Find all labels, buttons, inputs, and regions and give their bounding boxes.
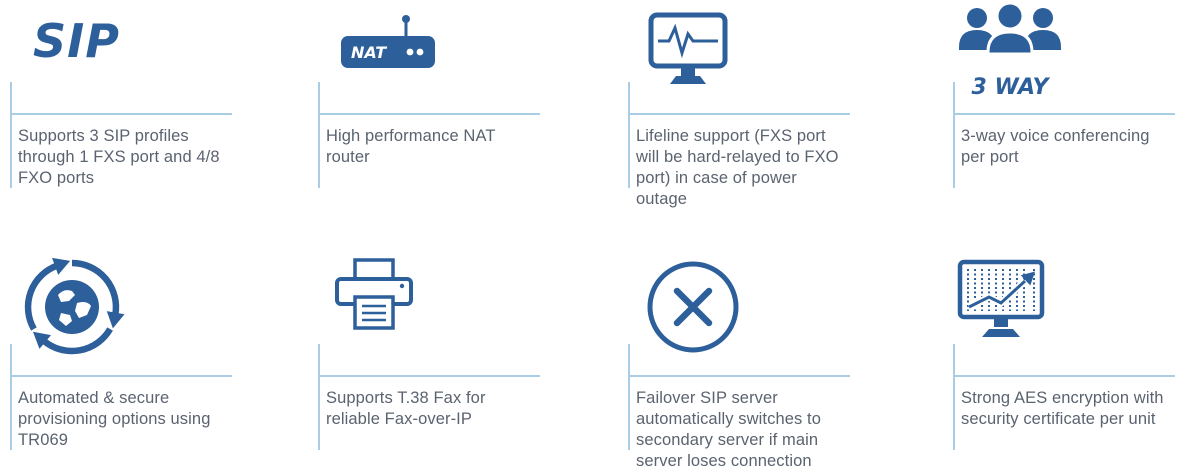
divider-tick xyxy=(318,344,320,450)
three-way-conference-icon: 3 WAY xyxy=(955,1,1065,105)
feature-text: Automated & secure provisioning options … xyxy=(18,389,211,449)
nat-router-label: NAT xyxy=(351,43,387,62)
divider-tick xyxy=(318,82,320,188)
feature-card-failover: Failover SIP server automatically switch… xyxy=(618,235,943,470)
divider-tick xyxy=(628,82,630,188)
feature-text: Strong AES encryption with security cert… xyxy=(961,389,1164,428)
feature-card-fax: Supports T.38 Fax for reliable Fax-over-… xyxy=(308,235,618,469)
feature-text: Failover SIP server automatically switch… xyxy=(636,389,821,470)
divider-tick xyxy=(953,82,955,188)
encryption-monitor-icon xyxy=(955,259,1047,348)
divider-tick xyxy=(953,344,955,450)
globe-provisioning-icon xyxy=(20,251,125,368)
divider-tick xyxy=(10,82,12,188)
feature-text: High performance NAT router xyxy=(326,127,496,166)
feature-text: Supports T.38 Fax for reliable Fax-over-… xyxy=(326,389,486,428)
sip-logo: SIP xyxy=(33,18,120,64)
nat-router-icon: NAT xyxy=(340,12,436,75)
feature-card-encryption: Strong AES encryption with security cert… xyxy=(943,235,1200,469)
feature-card-sip: SIP Supports 3 SIP profiles through 1 FX… xyxy=(0,0,308,235)
sip-logo-text: SIP xyxy=(33,14,120,68)
divider-line xyxy=(10,113,232,115)
feature-card-conference: 3 WAY 3-way voice conferencing per port xyxy=(943,0,1200,235)
feature-text: Lifeline support (FXS port will be hard-… xyxy=(636,127,839,208)
divider-line xyxy=(318,375,540,377)
divider-line xyxy=(953,113,1175,115)
divider-tick xyxy=(10,344,12,450)
divider-tick xyxy=(628,344,630,450)
divider-line xyxy=(318,113,540,115)
feature-text: 3-way voice conferencing per port xyxy=(961,127,1150,166)
three-way-label: 3 WAY xyxy=(972,75,1051,100)
divider-line xyxy=(628,113,850,115)
feature-card-lifeline: Lifeline support (FXS port will be hard-… xyxy=(618,0,943,235)
divider-line xyxy=(628,375,850,377)
divider-line xyxy=(953,375,1175,377)
failover-x-icon xyxy=(645,259,741,360)
fax-printer-icon xyxy=(333,255,415,338)
feature-card-nat: NAT High performance NAT router xyxy=(308,0,618,235)
divider-line xyxy=(10,375,232,377)
feature-text: Supports 3 SIP profiles through 1 FXS po… xyxy=(18,127,220,187)
feature-card-provisioning: Automated & secure provisioning options … xyxy=(0,235,308,469)
lifeline-monitor-icon xyxy=(648,12,728,95)
